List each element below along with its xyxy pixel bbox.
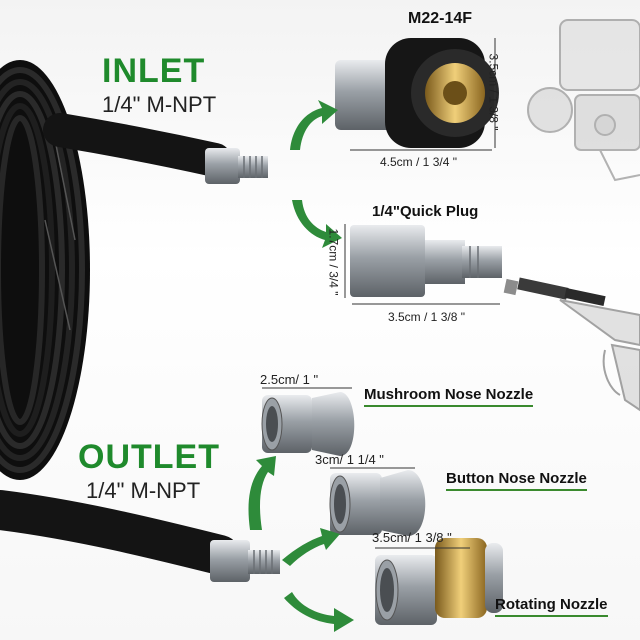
button-label: Button Nose Nozzle <box>446 470 587 491</box>
rotating-nozzle <box>375 538 503 625</box>
quick-plug-dimensions <box>344 224 500 305</box>
outlet-hose <box>0 490 280 582</box>
quick-plug-height: 1.7cm / 3/4 " <box>326 228 341 296</box>
inlet-ferrule <box>205 148 240 184</box>
lance-sketch <box>503 277 606 307</box>
quick-plug-label: 1/4"Quick Plug <box>372 203 479 220</box>
mushroom-size: 2.5cm/ 1 " <box>260 372 319 387</box>
hose-coil <box>0 60 90 480</box>
rotating-size: 3.5cm/ 1 3/8 " <box>372 530 452 545</box>
arrow-to-rotating <box>284 592 354 632</box>
arrow-to-m22 <box>290 100 338 150</box>
m22-dimensions <box>350 38 496 151</box>
quick-plug-width: 3.5cm / 1 3/8 " <box>388 310 465 324</box>
outlet-thread: 1/4" M-NPT <box>86 478 201 503</box>
rotating-label: Rotating Nozzle <box>495 596 608 617</box>
pressure-washer-sketch <box>527 19 640 182</box>
mushroom-nozzle <box>261 392 355 456</box>
arrow-to-mushroom <box>248 456 276 530</box>
quick-plug-fitting <box>350 225 502 297</box>
arrow-to-button <box>282 528 340 566</box>
button-nozzle <box>329 470 426 536</box>
m22-fitting <box>335 38 499 148</box>
outlet-title: OUTLET <box>78 438 220 476</box>
inlet-title: INLET <box>102 52 206 90</box>
outlet-ferrule <box>210 540 250 582</box>
m22-label: M22-14F <box>408 10 473 27</box>
m22-width: 4.5cm / 1 3/4 " <box>380 155 457 169</box>
inlet-hose <box>43 113 268 184</box>
button-size: 3cm/ 1 1/4 " <box>315 452 384 467</box>
inlet-thread: 1/4" M-NPT <box>102 92 217 117</box>
spray-gun-sketch <box>559 299 640 412</box>
mushroom-label: Mushroom Nose Nozzle <box>364 386 534 407</box>
arrow-to-quick-plug <box>292 200 342 248</box>
m22-height: 3.5cm / 1 3/8 " <box>486 53 501 131</box>
